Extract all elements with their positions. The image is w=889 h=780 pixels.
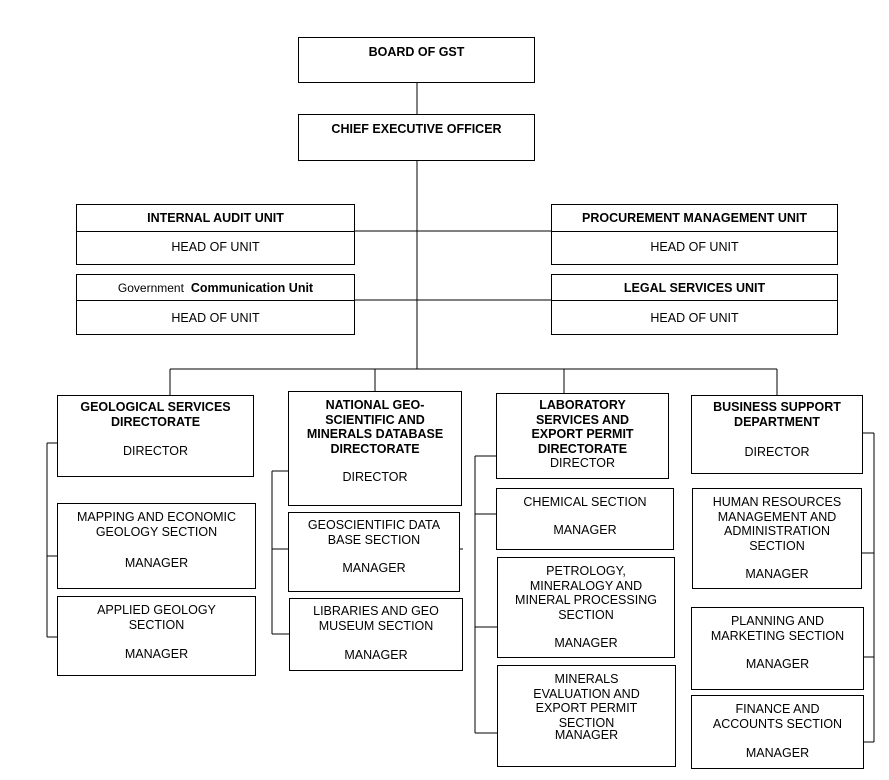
business-support-title: BUSINESS SUPPORT DEPARTMENT xyxy=(713,400,841,429)
database-directorate-title: NATIONAL GEO-SCIENTIFIC AND MINERALS DAT… xyxy=(306,398,444,456)
libraries-section-box: LIBRARIES AND GEO MUSEUM SECTION MANAGER xyxy=(289,598,463,671)
legal-services-unit-box: LEGAL SERVICES UNIT HEAD OF UNIT xyxy=(551,274,838,335)
libraries-section-role: MANAGER xyxy=(344,648,408,662)
business-support-department-box: BUSINESS SUPPORT DEPARTMENT DIRECTOR xyxy=(691,395,863,474)
board-title: BOARD OF GST xyxy=(368,45,465,59)
libraries-section-title: LIBRARIES AND GEO MUSEUM SECTION xyxy=(313,604,439,633)
ceo-title: CHIEF EXECUTIVE OFFICER xyxy=(331,122,502,136)
internal-audit-role: HEAD OF UNIT xyxy=(171,240,260,254)
mapping-section-role: MANAGER xyxy=(124,556,189,570)
geoscientific-database-section-box: GEOSCIENTIFIC DATA BASE SECTION MANAGER xyxy=(288,512,460,592)
communication-title: Communication Unit xyxy=(190,281,314,295)
petrology-section-title: PETROLOGY, MINERALOGY AND MINERAL PROCES… xyxy=(515,564,657,622)
laboratory-directorate-role: DIRECTOR xyxy=(549,456,616,470)
procurement-unit-box: PROCUREMENT MANAGEMENT UNIT HEAD OF UNIT xyxy=(551,204,838,265)
geological-directorate-title: GEOLOGICAL SERVICES DIRECTORATE xyxy=(80,400,231,429)
finance-accounts-section-role: MANAGER xyxy=(745,746,810,760)
legal-title: LEGAL SERVICES UNIT xyxy=(623,281,766,295)
geological-directorate-role: DIRECTOR xyxy=(122,444,189,458)
petrology-section-box: PETROLOGY, MINERALOGY AND MINERAL PROCES… xyxy=(497,557,675,658)
communication-title-line: Government Communication Unit xyxy=(77,281,354,296)
procurement-role: HEAD OF UNIT xyxy=(650,240,739,254)
finance-accounts-section-title: FINANCE AND ACCOUNTS SECTION xyxy=(712,702,843,731)
planning-marketing-section-role: MANAGER xyxy=(745,657,810,671)
applied-geology-section-role: MANAGER xyxy=(124,647,189,661)
planning-marketing-section-box: PLANNING AND MARKETING SECTION MANAGER xyxy=(691,607,864,690)
minerals-evaluation-section-box: MINERALS EVALUATION AND EXPORT PERMIT SE… xyxy=(497,665,676,767)
human-resources-section-box: HUMAN RESOURCES MANAGEMENT AND ADMINISTR… xyxy=(692,488,862,589)
communication-role: HEAD OF UNIT xyxy=(171,311,260,325)
planning-marketing-section-title: PLANNING AND MARKETING SECTION xyxy=(710,614,845,643)
government-communication-unit-box: Government Communication Unit HEAD OF UN… xyxy=(76,274,355,335)
legal-role: HEAD OF UNIT xyxy=(650,311,739,325)
geological-directorate-box: GEOLOGICAL SERVICES DIRECTORATE DIRECTOR xyxy=(57,395,254,477)
human-resources-section-title: HUMAN RESOURCES MANAGEMENT AND ADMINISTR… xyxy=(712,495,842,553)
minerals-evaluation-section-role: MANAGER xyxy=(554,728,619,742)
human-resources-section-role: MANAGER xyxy=(745,567,809,581)
ceo-box: CHIEF EXECUTIVE OFFICER xyxy=(298,114,535,161)
board-box: BOARD OF GST xyxy=(298,37,535,83)
chemical-section-role: MANAGER xyxy=(553,523,617,537)
applied-geology-section-title: APPLIED GEOLOGY SECTION xyxy=(97,603,216,632)
laboratory-directorate-title: LABORATORY SERVICES AND EXPORT PERMIT DI… xyxy=(531,398,634,456)
laboratory-directorate-box: LABORATORY SERVICES AND EXPORT PERMIT DI… xyxy=(496,393,669,479)
minerals-evaluation-section-title: MINERALS EVALUATION AND EXPORT PERMIT SE… xyxy=(533,672,640,730)
internal-audit-title: INTERNAL AUDIT UNIT xyxy=(147,211,284,225)
mapping-section-box: MAPPING AND ECONOMIC GEOLOGY SECTION MAN… xyxy=(57,503,256,589)
chemical-section-box: CHEMICAL SECTION MANAGER xyxy=(496,488,674,550)
procurement-title: PROCUREMENT MANAGEMENT UNIT xyxy=(582,211,807,225)
chemical-section-title: CHEMICAL SECTION xyxy=(523,495,647,509)
internal-audit-unit-box: INTERNAL AUDIT UNIT HEAD OF UNIT xyxy=(76,204,355,265)
finance-accounts-section-box: FINANCE AND ACCOUNTS SECTION MANAGER xyxy=(691,695,864,769)
business-support-role: DIRECTOR xyxy=(744,445,810,459)
applied-geology-section-box: APPLIED GEOLOGY SECTION MANAGER xyxy=(57,596,256,676)
database-directorate-role: DIRECTOR xyxy=(342,470,408,484)
petrology-section-role: MANAGER xyxy=(554,636,618,650)
database-directorate-box: NATIONAL GEO-SCIENTIFIC AND MINERALS DAT… xyxy=(288,391,462,506)
mapping-section-title: MAPPING AND ECONOMIC GEOLOGY SECTION xyxy=(76,510,237,539)
communication-prefix: Government xyxy=(117,281,184,295)
geoscientific-database-section-title: GEOSCIENTIFIC DATA BASE SECTION xyxy=(307,518,441,547)
geoscientific-database-section-role: MANAGER xyxy=(342,561,406,575)
